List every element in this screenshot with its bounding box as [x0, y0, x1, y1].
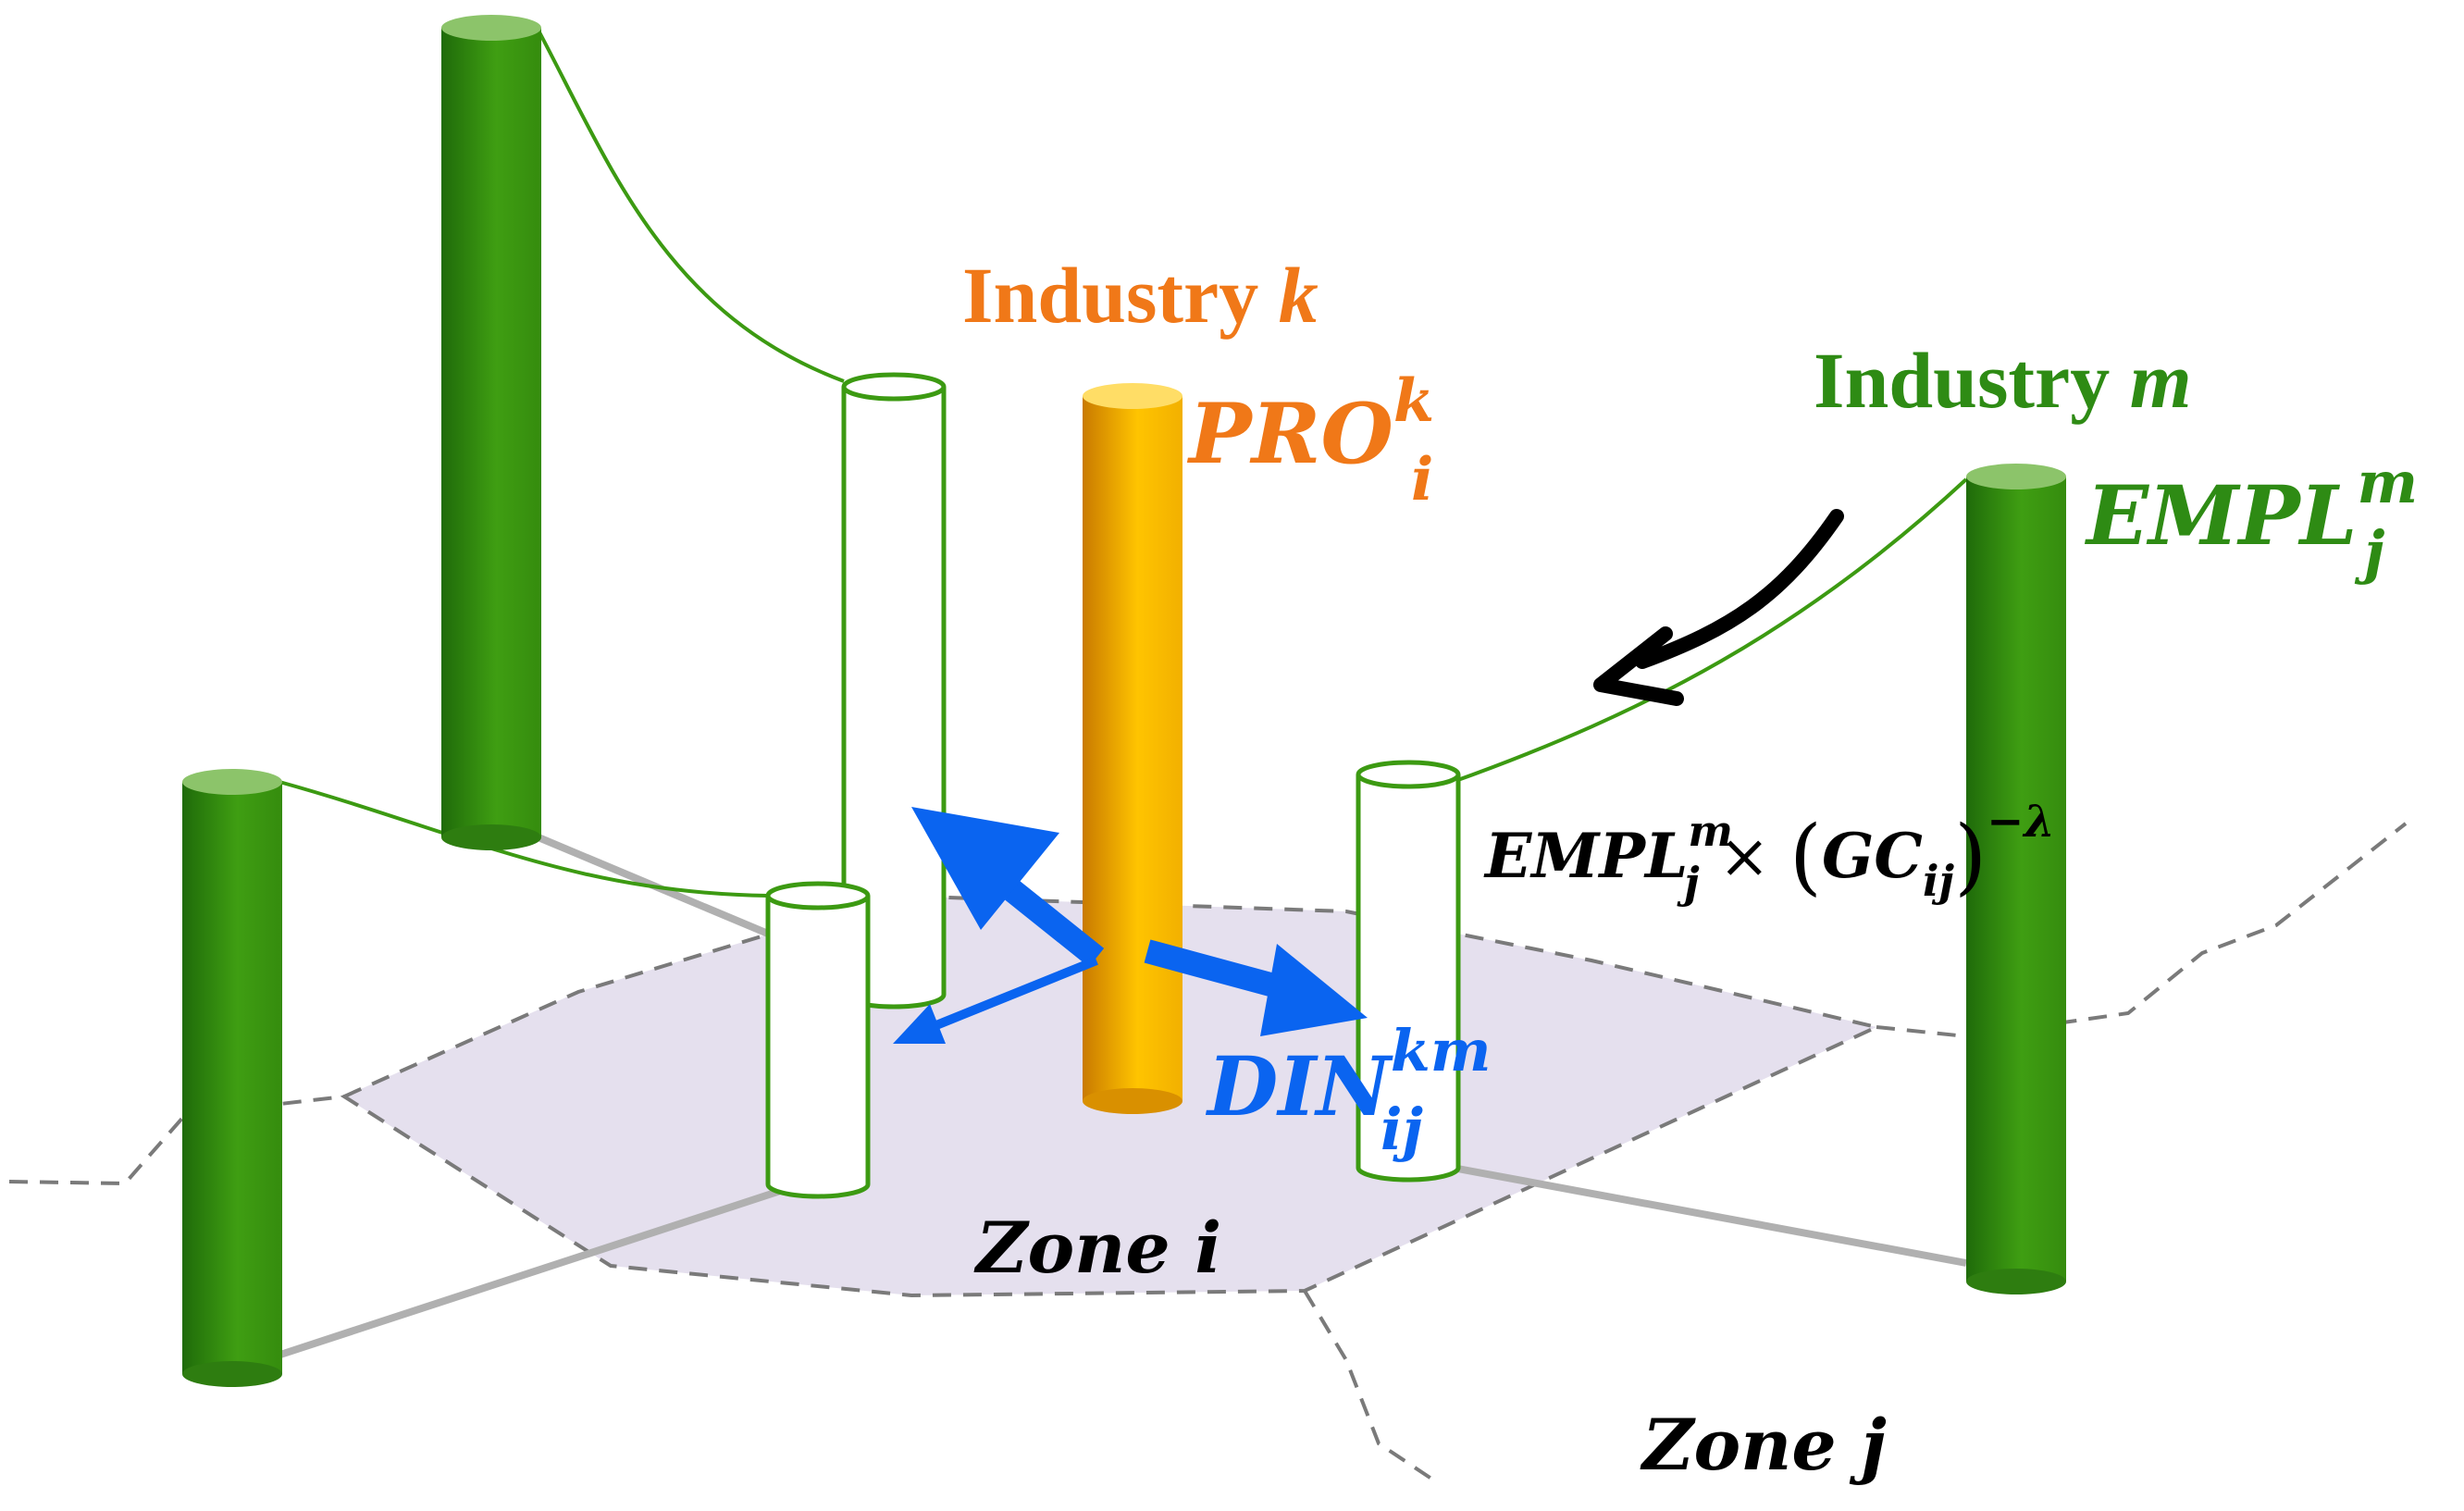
formula-lparen: (: [1789, 808, 1822, 905]
employment-pillar-top-left: [441, 15, 541, 850]
flow-arrow-left: [893, 956, 1098, 1044]
flow-arrow-right: [1144, 939, 1368, 1036]
pro-sub: i: [1411, 445, 1433, 514]
industry-m-var: m: [2130, 336, 2192, 425]
potential-cylinder-left: [765, 881, 871, 1199]
formula-base: EMPL: [1483, 820, 1688, 892]
pro-base: PRO: [1186, 385, 1393, 483]
formula-gc-sub: ij: [1923, 856, 1954, 906]
industry-m-label: Industry m: [1814, 336, 2192, 425]
zone-boundary-bottom: [1303, 1289, 1436, 1482]
connector-right: [1452, 1164, 1967, 1267]
flow-arrow-up-left: [911, 807, 1105, 968]
industry-k-prefix: Industry: [962, 251, 1279, 340]
zone-boundary-left: [8, 1095, 345, 1186]
industry-m-prefix: Industry: [1814, 336, 2130, 425]
decay-curve-bottom-left: [279, 780, 769, 898]
formula-exp: −λ: [1987, 796, 2055, 848]
zone-i-label: Zone i: [973, 1207, 1221, 1289]
decay-curve-right: [1452, 477, 1968, 784]
zone-boundary-right: [1876, 822, 2408, 1039]
industry-k-var: k: [1279, 251, 1319, 340]
formula-rparen: ): [1954, 808, 1987, 905]
din-sup: km: [1391, 1017, 1492, 1084]
empl-sub: j: [2354, 518, 2384, 586]
production-pillar: [1083, 383, 1182, 1114]
industry-k-label: Industry k: [962, 251, 1319, 340]
empl-sup: m: [2358, 449, 2419, 516]
decay-curve-top-left: [537, 30, 845, 383]
employment-pillar-right: [1966, 464, 2066, 1294]
decay-direction-arrow: [1593, 509, 1844, 706]
zone-j-label: Zone j: [1640, 1404, 1887, 1486]
formula-times: ×: [1700, 821, 1789, 892]
employment-pillar-bottom-left: [182, 769, 282, 1387]
pro-sup: k: [1393, 366, 1434, 436]
potential-cylinder-right: [1356, 760, 1461, 1183]
formula-gc: GC: [1822, 820, 1923, 892]
empl-base: EMPL: [2084, 467, 2358, 564]
connector-bottom-left: [276, 1176, 816, 1359]
din-base: DIN: [1205, 1038, 1393, 1134]
formula-sup: m: [1688, 806, 1733, 856]
din-sub: ij: [1381, 1096, 1423, 1163]
din-label: DINkm ij: [1205, 1017, 1491, 1163]
